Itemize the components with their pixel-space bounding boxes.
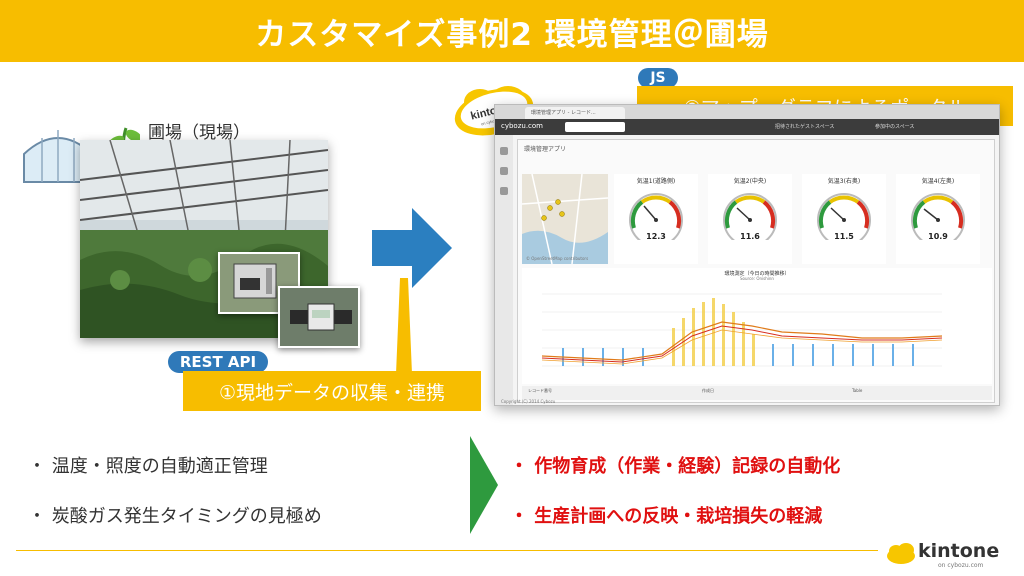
footer-record-number: レコード番号	[528, 388, 552, 393]
map-marker-icon	[555, 199, 561, 205]
gauge-temp-1: 気温1(道路側) 12.3	[614, 174, 698, 264]
gauge-title: 気温3(右奥)	[827, 178, 861, 185]
gauge-dial-icon	[723, 193, 777, 240]
map-marker-icon	[559, 211, 565, 217]
gauge-temp-2: 気温2(中央) 11.6	[708, 174, 792, 264]
nav-guest-spaces[interactable]: 招待されたゲストスペース	[775, 124, 835, 130]
green-arrow-icon	[470, 436, 498, 534]
map-copyright: © OpenStreetMap contributors	[526, 256, 589, 261]
footer-divider	[16, 550, 878, 551]
gauge-title: 気温4(左奥)	[921, 178, 955, 185]
rest-api-badge: REST API	[168, 351, 268, 373]
gauge-value: 12.3	[646, 232, 666, 241]
kintone-logo-sub: on cybozu.com	[938, 562, 984, 569]
chart-subtitle: Source: Onishinn	[740, 276, 774, 281]
people-icon[interactable]	[500, 167, 508, 175]
app-header: cybozu.com 招待されたゲストスペース 参加中のスペース	[495, 119, 999, 135]
collect-callout-pointer	[396, 278, 412, 374]
slide-title: カスタマイズ事例2 環境管理＠圃場	[255, 16, 769, 53]
app-name: 環境管理アプリ	[524, 146, 567, 153]
browser-tab[interactable]: 環境管理アプリ - レコード...	[525, 107, 625, 119]
app-screenshot: 環境管理アプリ - レコード... cybozu.com 招待されたゲストスペー…	[494, 104, 1000, 406]
gauge-value: 11.5	[834, 232, 854, 241]
footer-table: Table	[852, 388, 863, 393]
flow-arrow-icon	[372, 208, 452, 288]
js-badge: JS	[638, 68, 678, 88]
apps-icon[interactable]	[500, 187, 508, 195]
map-marker-icon	[547, 205, 553, 211]
footer-created-date: 作成日	[702, 388, 714, 393]
browser-tab-bar: 環境管理アプリ - レコード...	[495, 105, 999, 119]
chart-title: 環境測定（今日の時間推移）	[724, 271, 790, 277]
kintone-cloud-logo-icon	[887, 543, 915, 564]
nav-joined-spaces[interactable]: 参加中のスペース	[875, 124, 915, 130]
gauge-value: 11.6	[740, 232, 760, 241]
kintone-logo-text: kintone	[918, 540, 1000, 562]
gauge-dial-icon	[629, 193, 683, 240]
bullet-right-1: ・ 作物育成（作業・経験）記録の自動化	[510, 456, 841, 477]
kintone-logo: kintone on cybozu.com	[886, 540, 1016, 570]
title-bar: カスタマイズ事例2 環境管理＠圃場	[0, 0, 1024, 62]
search-input[interactable]	[565, 122, 625, 132]
gauge-title: 気温1(道路側)	[636, 178, 676, 185]
gauge-dial-icon	[911, 193, 965, 240]
bullet-left-1: ・ 温度・照度の自動適正管理	[28, 456, 268, 477]
app-content: 環境管理アプリ © OpenStreetMap contributors 気温1…	[517, 139, 995, 403]
gauge-value: 10.9	[928, 232, 948, 241]
sensor-meter-photo	[278, 286, 360, 348]
record-table-header: レコード番号 作成日 Table	[522, 386, 992, 400]
bullet-right-2: ・ 生産計画への反映・栽培損失の軽減	[510, 506, 823, 527]
bullet-left-2: ・ 炭酸ガス発生タイミングの見極め	[28, 506, 322, 527]
gauge-temp-4: 気温4(左奥) 10.9	[896, 174, 980, 264]
farm-label: 圃場（現場）	[148, 123, 250, 143]
app-sidebar	[495, 135, 513, 405]
gauge-temp-3: 気温3(右奥) 11.5	[802, 174, 886, 264]
chart-plot	[541, 293, 943, 367]
map-panel[interactable]: © OpenStreetMap contributors	[522, 174, 608, 264]
map-marker-icon	[541, 215, 547, 221]
home-icon[interactable]	[500, 147, 508, 155]
gauge-title: 気温2(中央)	[733, 178, 767, 185]
collect-callout: ①現地データの収集・連携	[183, 371, 481, 411]
gauge-dial-icon	[817, 193, 871, 240]
app-copyright: Copyright (C) 2014 Cybozu	[501, 399, 556, 404]
environment-chart[interactable]: 環境測定（今日の時間推移） Source: Onishinn	[522, 268, 992, 384]
app-brand[interactable]: cybozu.com	[501, 122, 544, 130]
